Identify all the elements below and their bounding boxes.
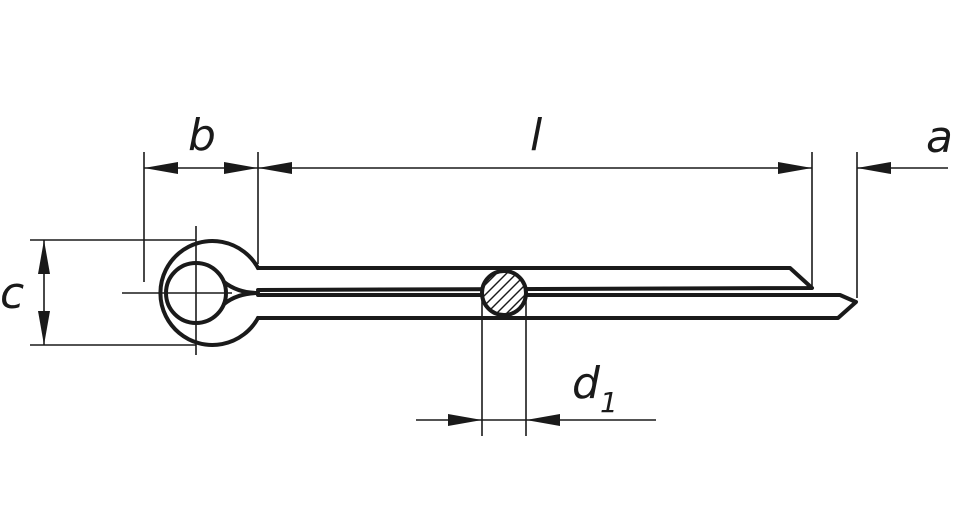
- label-b: b: [188, 110, 216, 161]
- arrow-a: [857, 162, 891, 174]
- arrow-d1-right: [526, 414, 560, 426]
- arrow-l-right: [778, 162, 812, 174]
- arrow-b-right: [224, 162, 258, 174]
- arrow-l-left: [258, 162, 292, 174]
- pin-eye-neck: [222, 280, 260, 306]
- section-d1: [480, 269, 528, 317]
- arrow-c-top: [38, 240, 50, 274]
- label-d-subscript: 1: [600, 386, 618, 419]
- arrow-b-left: [144, 162, 178, 174]
- pin-lower-leg: [256, 293, 858, 320]
- label-a: a: [926, 112, 953, 163]
- section-circle: [480, 269, 528, 317]
- pin-upper-leg: [256, 266, 814, 292]
- label-c: c: [0, 268, 24, 319]
- label-d: d: [572, 358, 601, 409]
- label-l: l: [530, 110, 543, 161]
- arrow-c-bottom: [38, 311, 50, 345]
- arrow-d1-left: [448, 414, 482, 426]
